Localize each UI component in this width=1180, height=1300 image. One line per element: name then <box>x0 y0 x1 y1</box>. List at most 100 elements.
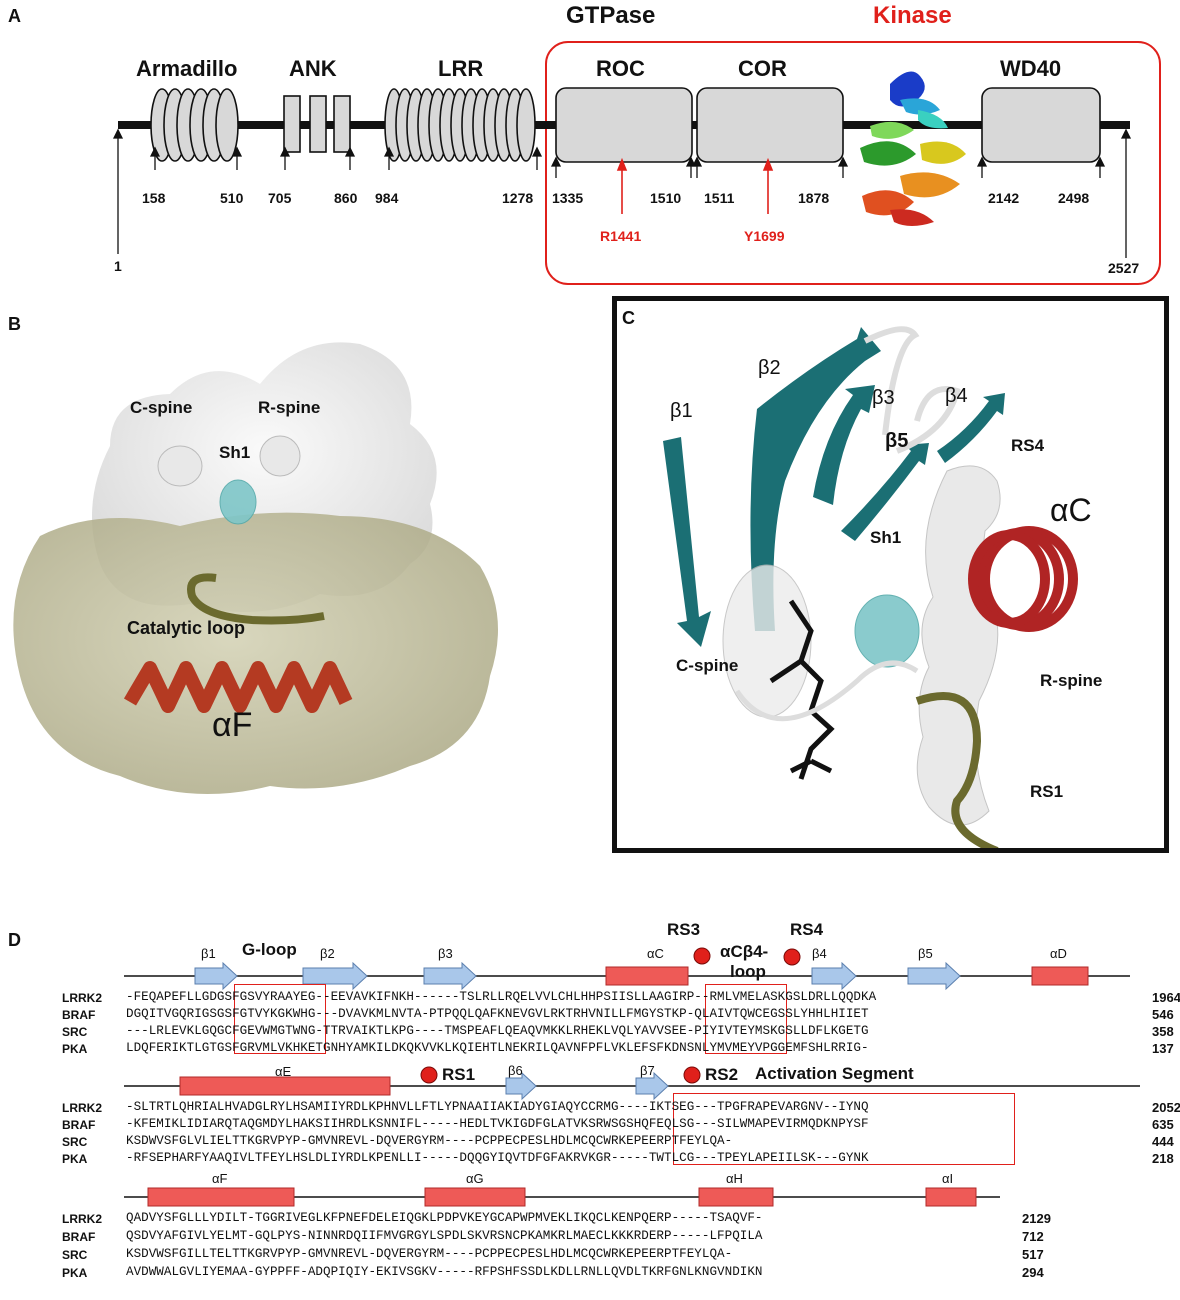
d-rs1-label: RS1 <box>442 1065 476 1084</box>
b1-name-lrrk2: LRRK2 <box>62 991 103 1005</box>
b-sh1-label: Sh1 <box>219 443 251 462</box>
d-ae-label: αE <box>275 1064 292 1079</box>
beta4-strand <box>937 393 1005 463</box>
domain-architecture-diagram <box>112 41 1161 285</box>
b2-end-pka: 218 <box>1152 1151 1174 1166</box>
lrr-label: LRR <box>438 56 484 81</box>
position-984: 984 <box>375 190 399 206</box>
c-lobe-surface <box>13 512 498 794</box>
roc-label: ROC <box>596 56 645 81</box>
b1-seq-lrrk2: -FEQAPEFLLGDGSFGSVYRAAYEG--EEVAVKIFNKH--… <box>126 990 877 1004</box>
roc-domain <box>555 87 693 163</box>
alpha-c-helix <box>968 526 1078 632</box>
position-860: 860 <box>334 190 358 206</box>
c-rspine-label: R-spine <box>1040 671 1103 690</box>
b2-name-src: SRC <box>62 1135 88 1149</box>
c-beta5-label: β5 <box>885 430 909 452</box>
position-2498: 2498 <box>1058 190 1090 206</box>
d-b3-label: β3 <box>438 946 453 961</box>
b3-name-lrrk2: LRRK2 <box>62 1212 103 1226</box>
cor-label: COR <box>738 56 787 81</box>
armadillo-label: Armadillo <box>136 56 238 81</box>
b2-seq-pka: -RFSEPHARFYAAQIVLTFEYLHSLDLIYRDLKPENLLI-… <box>126 1151 869 1165</box>
sh1-sphere <box>854 594 920 668</box>
lrr-repeats <box>384 88 536 162</box>
c-sh1-label: Sh1 <box>870 528 902 547</box>
b3-seq-src: KSDVWSFGILLTELTTKGRVPYP-GMVNREVL-DQVERGY… <box>126 1247 733 1261</box>
b2-seq-braf: -KFEMIKLIDIARQTAQGMDYLHAKSIIHRDLKSNNIFL-… <box>126 1117 869 1131</box>
d-b7-label: β7 <box>640 1063 655 1078</box>
block1-secondary-structure <box>124 947 1130 991</box>
position-705: 705 <box>268 190 292 206</box>
d-ad-label: αD <box>1050 946 1067 961</box>
d-b2-label: β2 <box>320 946 335 961</box>
alpha-f-helix <box>123 661 353 713</box>
d-b6-label: β6 <box>508 1063 523 1078</box>
position-1511: 1511 <box>704 190 735 206</box>
b1-seq-braf: DGQITVGQRIGSGSFGTVYKGKWHG---DVAVKMLNVTA-… <box>126 1007 869 1021</box>
d-gloop-label: G-loop <box>242 940 297 959</box>
position-158: 158 <box>142 190 166 206</box>
d-b5-label: β5 <box>918 946 933 961</box>
panel-label-d: D <box>8 930 21 950</box>
mutation-y1699: Y1699 <box>744 228 785 244</box>
b-rspine-label: R-spine <box>258 398 321 417</box>
rs4-dot <box>783 948 801 966</box>
b1-name-src: SRC <box>62 1025 88 1039</box>
position-2527: 2527 <box>1108 260 1140 276</box>
d-ah-label: αH <box>726 1171 743 1186</box>
beta2-strand <box>750 327 881 631</box>
d-af-label: αF <box>212 1171 228 1186</box>
wd40-domain <box>981 87 1101 163</box>
block2-secondary-structure <box>124 1066 1140 1101</box>
d-ac-label: αC <box>647 946 664 961</box>
b1-seq-src: ---LRLEVKLGQGCFGEVWMGTWNG-TTRVAIKTLKPG--… <box>126 1024 869 1038</box>
b2-name-braf: BRAF <box>62 1118 96 1132</box>
d-rs3-label: RS3 <box>667 920 701 939</box>
b2-name-lrrk2: LRRK2 <box>62 1101 103 1115</box>
position-1335: 1335 <box>552 190 584 206</box>
b3-end-pka: 294 <box>1022 1265 1044 1280</box>
d-loop-label: loop <box>730 962 766 981</box>
c-alpha-c-label: αC <box>1050 492 1092 528</box>
b3-end-lrrk2: 2129 <box>1022 1211 1051 1226</box>
block3-secondary-structure <box>124 1187 1000 1207</box>
d-rs4-label: RS4 <box>790 920 824 939</box>
ank-repeats <box>283 95 351 153</box>
beta3-strand <box>813 385 875 505</box>
rs2-dot <box>683 1066 701 1084</box>
d-activation-segment-label: Activation Segment <box>752 1064 917 1084</box>
c-rs1-label: RS1 <box>1030 782 1064 801</box>
d-b4-label: β4 <box>812 946 827 961</box>
cor-domain <box>696 87 844 163</box>
position-1510: 1510 <box>650 190 682 206</box>
panel-label-b: B <box>8 314 21 334</box>
b2-name-pka: PKA <box>62 1152 88 1166</box>
b2-seq-src: KSDWVSFGLVLIELTTKGRVPYP-GMVNREVL-DQVERGY… <box>126 1134 733 1148</box>
d-rs2-label: RS2 <box>705 1065 739 1084</box>
sh1-pocket <box>219 479 257 525</box>
c-beta4-label: β4 <box>945 385 968 407</box>
kinase-region-box <box>545 41 1161 285</box>
d-ag-label: αG <box>466 1171 484 1186</box>
c-beta3-label: β3 <box>872 387 895 409</box>
panel-label-a: A <box>8 6 21 26</box>
b-alpha-f-label: αF <box>212 706 253 744</box>
gtpase-label: GTPase <box>566 2 656 29</box>
b-catalytic-loop-label: Catalytic loop <box>127 618 246 638</box>
rs4-surface <box>916 465 1001 826</box>
mutation-arrows <box>616 157 774 214</box>
rs3-dot <box>693 947 711 965</box>
panel-c-frame <box>612 296 1169 853</box>
b1-end-pka: 137 <box>1152 1041 1174 1056</box>
c-beta2-label: β2 <box>758 357 781 379</box>
b3-name-pka: PKA <box>62 1266 88 1280</box>
mutation-r1441: R1441 <box>600 228 642 244</box>
b2-end-lrrk2: 2052 <box>1152 1100 1180 1115</box>
b3-name-braf: BRAF <box>62 1230 96 1244</box>
d-b1-label: β1 <box>201 946 216 961</box>
acb4-loop-box <box>705 984 787 1054</box>
rspine-ribbon <box>915 692 999 848</box>
kinase-label: Kinase <box>873 2 952 29</box>
b1-end-braf: 546 <box>1152 1007 1174 1022</box>
